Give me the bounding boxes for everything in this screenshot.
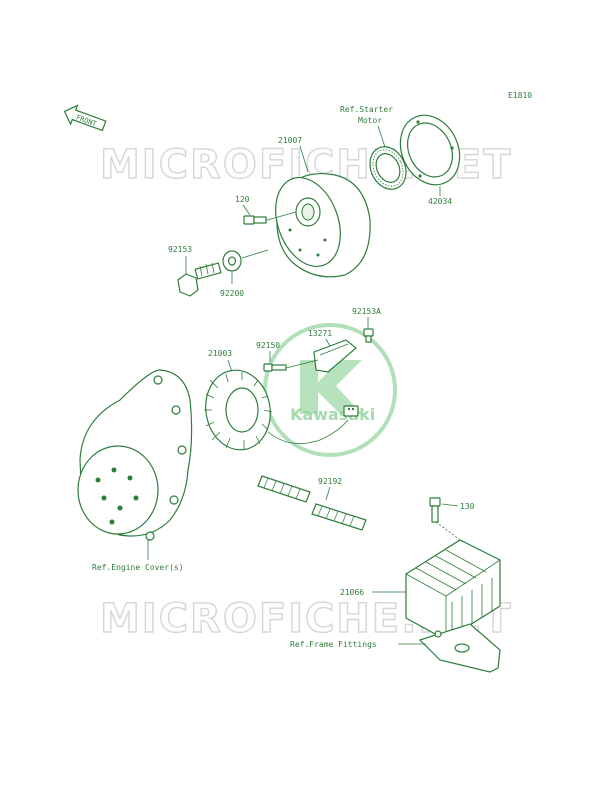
part-number-92192: 92192 [318, 477, 342, 486]
part-starter-clutch-ring [399, 114, 461, 186]
part-number-120: 120 [235, 195, 250, 204]
part-engine-cover [77, 369, 193, 541]
kawasaki-logo-watermark: Kawasaki [263, 323, 397, 457]
part-washer-92200 [222, 250, 242, 272]
part-frame-bracket [418, 623, 501, 673]
part-regulator-rectifier [405, 521, 501, 641]
front-label: FRONT [75, 113, 98, 128]
diagram-code: E1810 [508, 91, 532, 100]
ref-engine-cover: Ref.Engine Cover(s) [92, 563, 184, 572]
front-arrow-icon: FRONT [63, 104, 107, 132]
part-number-92200: 92200 [220, 289, 244, 298]
part-starter-gear [369, 146, 407, 190]
part-number-92153: 92153 [168, 245, 192, 254]
part-number-21066: 21066 [340, 588, 364, 597]
ref-frame-fittings: Ref.Frame Fittings [290, 640, 377, 649]
ref-starter-motor-line2: Motor [358, 116, 382, 125]
part-flywheel-rotor [275, 172, 371, 278]
part-bolt-120 [243, 215, 267, 225]
part-number-13271: 13271 [308, 329, 332, 338]
part-number-21003: 21003 [208, 349, 232, 358]
part-number-42034: 42034 [428, 197, 452, 206]
part-number-130: 130 [460, 502, 475, 511]
part-bolt-92153 [177, 262, 222, 297]
part-stator-coil [204, 369, 273, 451]
part-grommet-92192 [257, 475, 367, 531]
part-bolt-130 [429, 497, 441, 523]
part-screw-92153a [363, 328, 374, 343]
part-plate-13271 [313, 339, 357, 373]
logo-text: Kawasaki [290, 405, 375, 424]
part-number-21007: 21007 [278, 136, 302, 145]
ref-starter-motor-line1: Ref.Starter [340, 105, 393, 114]
part-bolt-92150 [263, 363, 287, 372]
part-number-92150: 92150 [256, 341, 280, 350]
part-wire-connector [343, 405, 359, 417]
part-number-92153a: 92153A [352, 307, 381, 316]
